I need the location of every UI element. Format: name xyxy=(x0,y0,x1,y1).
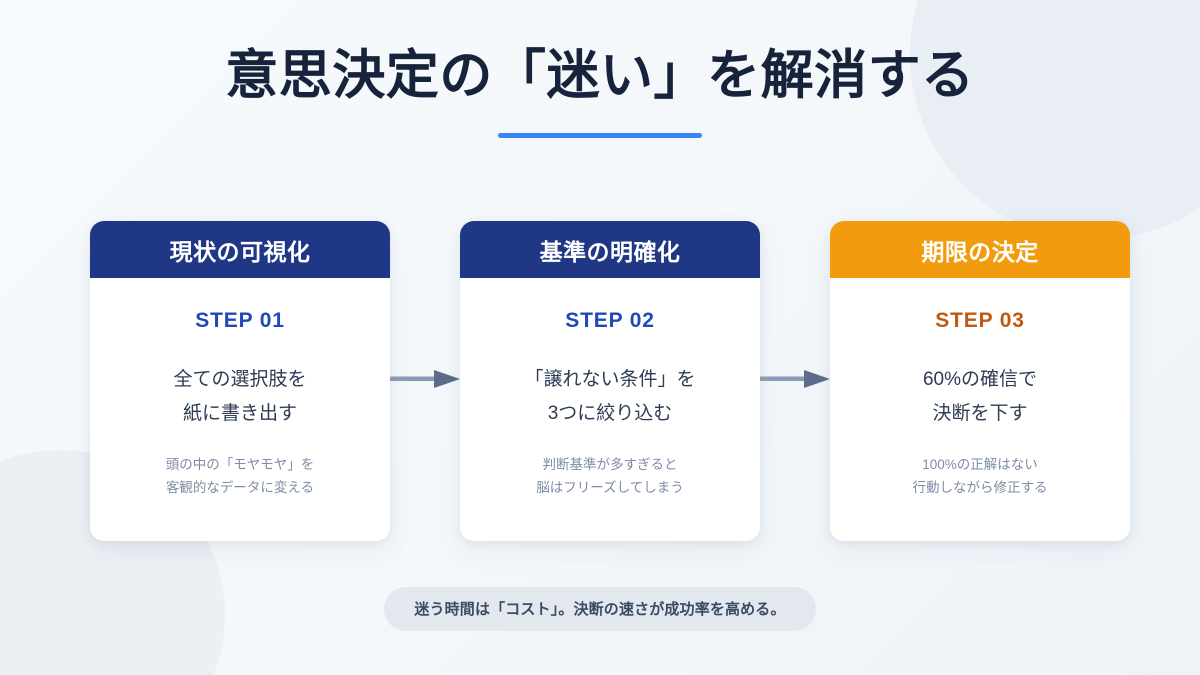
step-card-3-header: 期限の決定 xyxy=(830,221,1130,278)
step-card-1-header: 現状の可視化 xyxy=(90,221,390,278)
title-section: 意思決定の「迷い」を解消する xyxy=(0,46,1200,138)
step-card-3-main-line-1: 60%の確信で xyxy=(922,369,1038,390)
step-card-1-sub-line-1: 頭の中の「モヤモヤ」を xyxy=(165,456,315,472)
step-card-1-main-text: 全ての選択肢を 紙に書き出す xyxy=(173,363,306,431)
arrow-right-icon xyxy=(760,370,830,388)
connector-2 xyxy=(760,221,830,541)
step-card-3-main-text: 60%の確信で 決断を下す xyxy=(923,363,1037,431)
steps-row: 現状の可視化 STEP 01 全ての選択肢を 紙に書き出す 頭の中の「モヤモヤ」… xyxy=(90,221,1130,541)
step-card-3-main-line-2: 決断を下す xyxy=(932,402,1028,424)
title-underline-accent xyxy=(498,132,702,138)
step-card-2-step-label: STEP 02 xyxy=(565,309,655,332)
step-card-1-header-label: 現状の可視化 xyxy=(169,238,311,265)
step-card-3-header-label: 期限の決定 xyxy=(921,238,1039,265)
step-card-1-main-line-1: 全ての選択肢を xyxy=(173,369,307,390)
footer-note-section: 迷う時間は「コスト」。決断の速さが成功率を高める。 xyxy=(0,587,1200,631)
step-card-2-sub-text: 判断基準が多すぎると 脳はフリーズしてしまう xyxy=(536,453,683,499)
step-card-1[interactable]: 現状の可視化 STEP 01 全ての選択肢を 紙に書き出す 頭の中の「モヤモヤ」… xyxy=(90,221,390,541)
step-card-3-sub-line-1: 100%の正解はない xyxy=(922,456,1038,472)
page-title: 意思決定の「迷い」を解消する xyxy=(225,46,975,105)
step-card-2-header-label: 基準の明確化 xyxy=(539,238,681,265)
step-card-1-body: STEP 01 全ての選択肢を 紙に書き出す 頭の中の「モヤモヤ」を 客観的なデ… xyxy=(90,278,390,541)
step-card-3-step-label: STEP 03 xyxy=(935,309,1025,332)
step-card-2-sub-line-1: 判断基準が多すぎると xyxy=(542,456,678,472)
connector-1 xyxy=(390,221,460,541)
step-card-3-sub-line-2: 行動しながら修正する xyxy=(912,479,1048,495)
step-card-3-body: STEP 03 60%の確信で 決断を下す 100%の正解はない 行動しながら修… xyxy=(830,278,1130,541)
step-card-1-sub-line-2: 客観的なデータに変える xyxy=(165,479,315,495)
step-card-2-sub-line-2: 脳はフリーズしてしまう xyxy=(536,479,684,495)
step-card-2-main-line-1: 「譲れない条件」を xyxy=(524,369,696,390)
step-card-1-sub-text: 頭の中の「モヤモヤ」を 客観的なデータに変える xyxy=(166,453,315,499)
step-card-3[interactable]: 期限の決定 STEP 03 60%の確信で 決断を下す 100%の正解はない 行… xyxy=(830,221,1130,541)
step-card-2-main-line-2: 3つに絞り込む xyxy=(547,402,673,424)
footer-note-badge: 迷う時間は「コスト」。決断の速さが成功率を高める。 xyxy=(384,587,816,631)
step-card-1-main-line-2: 紙に書き出す xyxy=(182,402,297,424)
step-card-2[interactable]: 基準の明確化 STEP 02 「譲れない条件」を 3つに絞り込む 判断基準が多す… xyxy=(460,221,760,541)
step-card-2-body: STEP 02 「譲れない条件」を 3つに絞り込む 判断基準が多すぎると 脳はフ… xyxy=(460,278,760,541)
arrow-right-icon xyxy=(390,370,460,388)
step-card-3-sub-text: 100%の正解はない 行動しながら修正する xyxy=(913,453,1048,499)
step-card-2-main-text: 「譲れない条件」を 3つに絞り込む xyxy=(524,363,695,431)
step-card-2-header: 基準の明確化 xyxy=(460,221,760,278)
step-card-1-step-label: STEP 01 xyxy=(195,309,285,332)
